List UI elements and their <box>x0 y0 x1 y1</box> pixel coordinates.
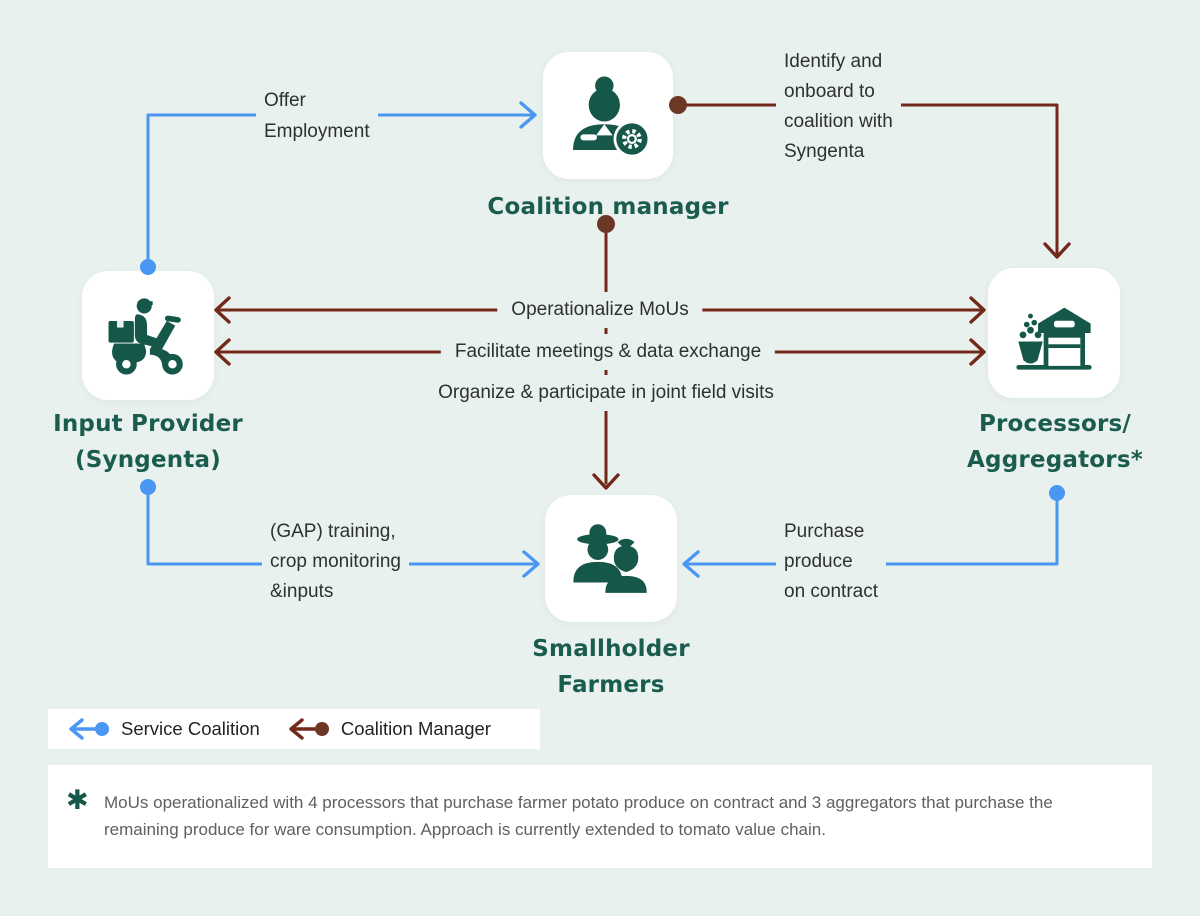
offer-employment-label: Offer Employment <box>256 84 378 148</box>
brown-dot-manager-bottom <box>597 215 615 233</box>
input-provider-title: Input Provider (Syngenta) <box>53 411 243 473</box>
brown-arrow-icon <box>289 718 329 740</box>
coalition-manager-title: Coalition manager <box>487 194 729 220</box>
processors-title: Processors/ Aggregators* <box>967 411 1143 473</box>
operationalize-mous-label: Operationalize MoUs <box>497 292 703 328</box>
blue-dot-processors-bottom <box>1049 485 1065 501</box>
delivery-scooter-icon <box>108 297 183 375</box>
facilitate-meetings-label: Facilitate meetings & data exchange <box>440 334 776 370</box>
legend-label-service-coalition: Service Coalition <box>121 718 260 739</box>
organize-field-visits-label: Organize & participate in joint field vi… <box>424 375 788 411</box>
warehouse-icon <box>1016 307 1092 370</box>
footnote: ✱ MoUs operationalized with 4 processors… <box>48 765 1152 868</box>
purchase-produce-label: Purchase produce on contract <box>776 516 886 608</box>
legend: Service Coalition Coalition Manager <box>48 709 540 749</box>
legend-label-coalition-manager: Coalition Manager <box>340 718 491 739</box>
blue-dot-input-top <box>140 259 156 275</box>
node-smallholder-farmers <box>545 495 677 622</box>
farmers-icon <box>573 523 647 593</box>
footnote-text: MoUs operationalized with 4 processors t… <box>104 793 1053 839</box>
brown-dot-manager-right <box>669 96 687 114</box>
node-input-provider <box>82 271 214 400</box>
node-processors <box>988 268 1120 398</box>
offer-employment-arrow <box>146 101 537 268</box>
asterisk-icon: ✱ <box>66 785 89 816</box>
gap-training-label: (GAP) training, crop monitoring &inputs <box>262 516 409 608</box>
legend-item-service-coalition: Service Coalition <box>64 716 260 742</box>
person-gear-icon <box>573 75 651 157</box>
legend-item-coalition-manager: Coalition Manager <box>284 716 491 742</box>
identify-onboard-label: Identify and onboard to coalition with S… <box>776 46 901 168</box>
smallholder-farmers-title: Smallholder Farmers <box>532 636 690 698</box>
blue-dot-input-bottom <box>140 479 156 495</box>
blue-arrow-icon <box>69 718 109 740</box>
node-coalition-manager <box>543 52 673 179</box>
